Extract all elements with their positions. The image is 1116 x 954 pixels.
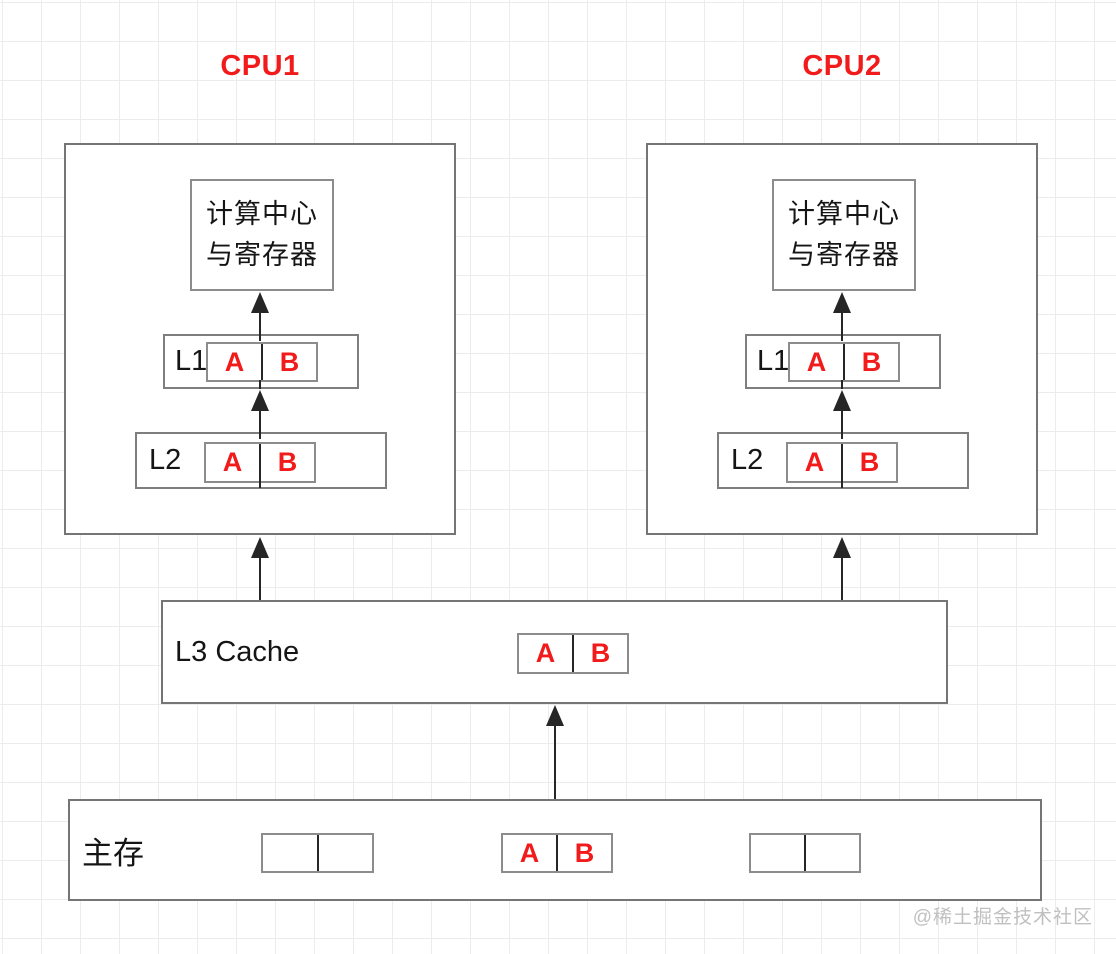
arrow-memory-to-l3 — [546, 705, 564, 799]
cpu1-l1-label: L1 — [175, 345, 208, 377]
memory-left-cell-2 — [319, 835, 373, 871]
arrow-l3-to-cpu2 — [833, 537, 851, 600]
cpu1-l1-cell-a: A — [224, 346, 245, 377]
cpu1-l1-cell-b: B — [279, 346, 300, 377]
cpu2-l1-cell-a: A — [806, 346, 827, 377]
watermark-text: @稀土掘金技术社区 — [912, 907, 1093, 928]
cell-divider — [572, 635, 574, 672]
memory-cell-b: B — [574, 837, 595, 868]
cell-divider — [259, 444, 261, 481]
cpu1-l2-box: L2 A B — [135, 432, 387, 489]
l3-cell-a: A — [535, 638, 556, 668]
cpu2-l2-cells: A B — [786, 442, 898, 483]
cpu1-title: CPU1 — [220, 50, 300, 82]
memory-right-cell-2 — [806, 835, 859, 871]
arrowhead-icon — [833, 292, 851, 313]
cpu1-core-line2: 与寄存器 — [206, 240, 318, 270]
l3-cache-box: L3 Cache A B — [161, 600, 948, 704]
cpu1-l1-cells: A B — [206, 342, 318, 382]
cpu2-l2-cell-b: B — [859, 447, 880, 477]
l3-cell-b: B — [590, 638, 611, 668]
cpu1-core-line1: 计算中心 — [206, 199, 318, 229]
arrow-shaft — [259, 305, 261, 341]
cpu2-l1-box: L1 A B — [745, 334, 941, 389]
cell-divider — [261, 344, 263, 380]
memory-block-ab: A B — [501, 833, 613, 873]
arrow-shaft — [841, 550, 843, 600]
cell-divider — [804, 835, 806, 871]
cpu2-l1-label: L1 — [757, 345, 790, 377]
arrow-cpu2-l1-to-core — [833, 292, 851, 341]
main-memory-box: 主存 A B — [68, 799, 1042, 901]
arrowhead-icon — [251, 537, 269, 558]
cpu2-core-line2: 与寄存器 — [788, 240, 900, 270]
cell-divider — [843, 344, 845, 380]
arrowhead-icon — [833, 537, 851, 558]
cpu2-title: CPU2 — [802, 50, 882, 82]
arrowhead-icon — [251, 292, 269, 313]
arrow-cpu1-l2-to-l1 — [251, 390, 269, 439]
memory-block-empty-left — [261, 833, 374, 873]
arrow-shaft — [259, 403, 261, 439]
main-memory-label: 主存 — [82, 835, 144, 871]
cell-divider — [316, 835, 319, 871]
arrow-shaft — [554, 718, 556, 799]
arrowhead-icon — [546, 705, 564, 726]
cpu1-box: 计算中心 与寄存器 L1 A B L2 A B — [64, 143, 456, 535]
l3-cells: A B — [517, 633, 629, 674]
memory-left-cell-1 — [263, 835, 317, 871]
arrow-l3-to-cpu1 — [251, 537, 269, 600]
cpu1-l2-cells: A B — [204, 442, 316, 483]
l3-cache-label: L3 Cache — [175, 635, 300, 668]
cpu1-l2-label: L2 — [149, 444, 182, 476]
arrowhead-icon — [251, 390, 269, 411]
cell-divider — [841, 444, 843, 481]
cpu2-core-line1: 计算中心 — [788, 199, 900, 229]
cpu2-l1-cell-b: B — [861, 346, 882, 377]
cpu2-l1-cells: A B — [788, 342, 900, 382]
cpu1-l1-box: L1 A B — [163, 334, 359, 389]
memory-block-empty-right — [749, 833, 861, 873]
cpu1-core-box: 计算中心 与寄存器 — [190, 179, 334, 291]
cpu2-l2-label: L2 — [731, 444, 764, 476]
memory-right-cell-1 — [751, 835, 804, 871]
arrowhead-icon — [833, 390, 851, 411]
arrow-cpu1-l1-to-core — [251, 292, 269, 341]
cpu2-l2-box: L2 A B — [717, 432, 969, 489]
cpu2-l2-cell-a: A — [804, 447, 825, 477]
cpu1-l2-cell-a: A — [222, 447, 243, 477]
cpu2-core-box: 计算中心 与寄存器 — [772, 179, 916, 291]
line-stub — [259, 380, 261, 389]
line-stub — [259, 479, 261, 488]
arrow-cpu2-l2-to-l1 — [833, 390, 851, 439]
memory-cell-a: A — [519, 837, 540, 868]
arrow-shaft — [841, 305, 843, 341]
arrow-shaft — [259, 550, 261, 600]
cpu1-l2-cell-b: B — [277, 447, 298, 477]
arrow-shaft — [841, 403, 843, 439]
line-stub — [841, 479, 843, 488]
line-stub — [841, 380, 843, 389]
cell-divider — [556, 835, 558, 871]
